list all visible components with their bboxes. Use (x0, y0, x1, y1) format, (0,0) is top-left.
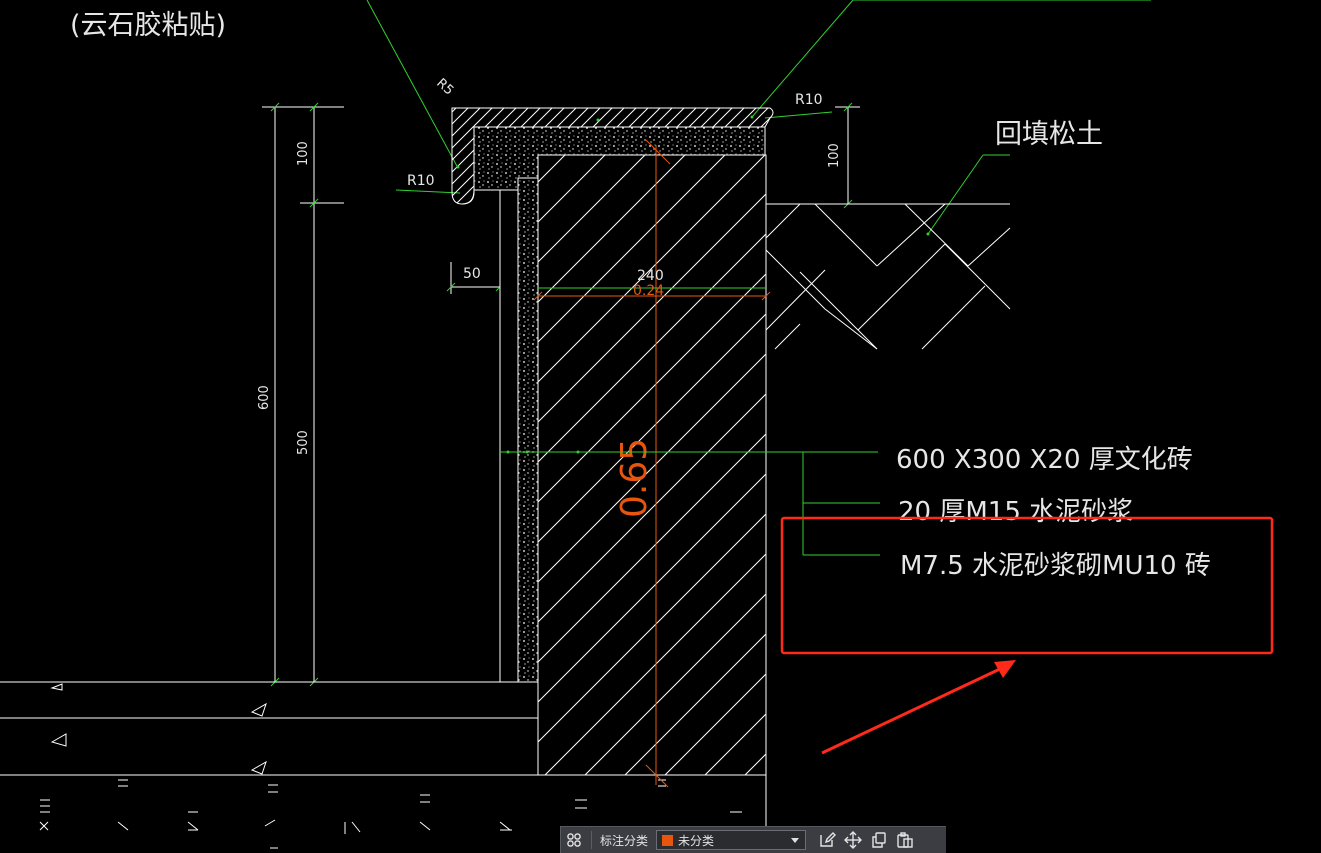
callout-cultured-tile: 600 X300 X20 厚文化砖 (896, 445, 1193, 475)
copy-icon[interactable] (866, 829, 892, 851)
left-dimension-ticks (270, 102, 319, 687)
label-cloud-stone-glue: (云石胶粘贴) (70, 10, 226, 41)
category-value: 未分类 (678, 833, 715, 848)
slab-lines (0, 681, 767, 853)
concrete-symbols (39, 683, 742, 849)
radius-label-r5: R5 (433, 76, 456, 99)
chevron-down-icon (791, 838, 800, 843)
callout-brick-masonry: M7.5 水泥砂浆砌MU10 砖 (900, 551, 1211, 581)
highlight-arrow (821, 660, 1016, 755)
side-mortar-layer (517, 177, 539, 683)
soil-hatch (765, 203, 1011, 350)
category-select[interactable]: 未分类 (656, 830, 807, 850)
annotation-toolbar: 标注分类 未分类 (560, 826, 946, 853)
label-backfill-soil: 回填松土 (995, 119, 1103, 150)
left-dimension-lines (262, 106, 344, 682)
dim-label-600: 600 (257, 385, 272, 410)
measure-lines (533, 139, 771, 788)
dim-label-500: 500 (296, 430, 311, 455)
measure-label-024: 0.24 (633, 283, 664, 299)
grid-icon[interactable] (561, 829, 587, 851)
leader-lines-top (366, 0, 1151, 235)
dim-50-lines (450, 262, 500, 294)
brick-wall (537, 154, 767, 776)
dim-label-50: 50 (463, 266, 481, 282)
edit-icon[interactable] (814, 829, 840, 851)
radius-label-r10-left: R10 (407, 173, 435, 189)
side-tile-layer (499, 189, 519, 683)
toolbar-separator (591, 831, 592, 849)
callout-cement-mortar: 20 厚M15 水泥砂浆 (898, 497, 1133, 527)
dim-label-100-right: 100 (827, 143, 842, 168)
move-icon[interactable] (840, 829, 866, 851)
highlight-box (780, 516, 1274, 655)
measure-label-065: 0.65 (614, 438, 655, 518)
paste-icon[interactable] (892, 829, 918, 851)
dim-label-240: 240 (637, 268, 664, 284)
radius-label-r10-top: R10 (795, 92, 823, 108)
dim-label-100-left: 100 (296, 141, 311, 166)
category-color-swatch (662, 834, 674, 846)
category-label: 标注分类 (600, 833, 649, 848)
callout-leaders (500, 451, 880, 556)
